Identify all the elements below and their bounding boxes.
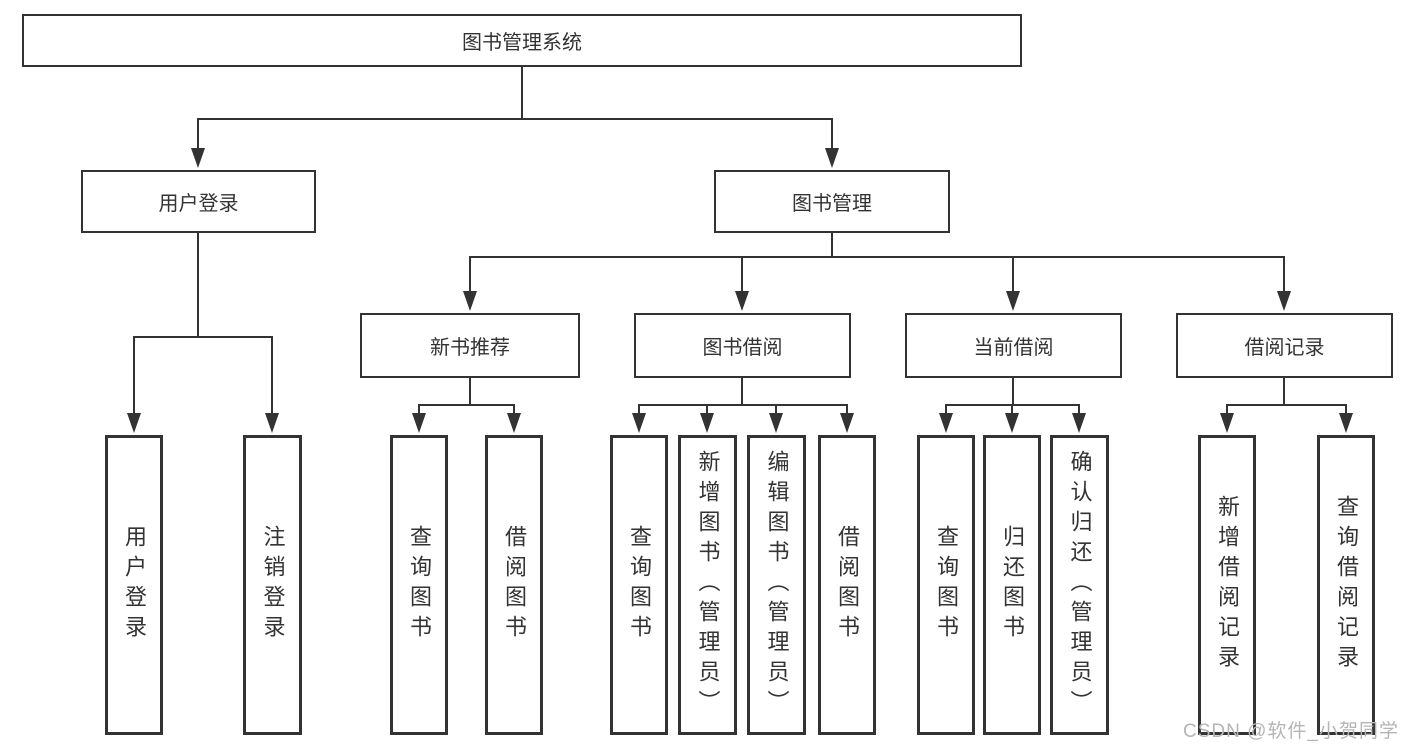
leaf-query-books-borrow: 查询图书 — [610, 435, 668, 735]
leaf-add-book-admin: 新增图书（管理员） — [678, 435, 737, 735]
node-user-login: 用户登录 — [81, 170, 316, 233]
node-label: 用户登录 — [158, 193, 239, 215]
leaf-add-borrow-record: 新增借阅记录 — [1198, 435, 1256, 735]
leaf-borrow-books: 借阅图书 — [818, 435, 876, 735]
node-label: 借阅图书 — [502, 525, 527, 645]
leaf-query-books-current: 查询图书 — [917, 435, 975, 735]
node-label: 查询图书 — [627, 525, 652, 645]
node-label: 查询借阅记录 — [1334, 495, 1359, 675]
node-label: 注销登录 — [260, 525, 286, 645]
node-label: 查询图书 — [407, 525, 432, 645]
node-label: 图书管理 — [792, 193, 872, 215]
node-label: 编辑图书（管理员） — [764, 450, 790, 720]
leaf-return-book: 归还图书 — [983, 435, 1041, 735]
node-book-management: 图书管理 — [714, 170, 950, 233]
node-label: 新书推荐 — [430, 337, 510, 359]
node-label: 新增图书（管理员） — [695, 450, 721, 720]
leaf-query-borrow-record: 查询借阅记录 — [1317, 435, 1375, 735]
node-label: 确认归还（管理员） — [1067, 450, 1093, 720]
leaf-query-books-recommend: 查询图书 — [390, 435, 448, 735]
leaf-user-login: 用户登录 — [105, 435, 163, 735]
node-label: 新增借阅记录 — [1215, 495, 1240, 675]
node-label: 查询图书 — [934, 525, 959, 645]
node-label: 归还图书 — [1000, 525, 1025, 645]
node-library-management-system: 图书管理系统 — [22, 14, 1022, 67]
leaf-logout: 注销登录 — [243, 435, 302, 735]
node-label: 图书借阅 — [702, 337, 783, 359]
node-label: 借阅图书 — [835, 525, 860, 645]
leaf-edit-book-admin: 编辑图书（管理员） — [747, 435, 806, 735]
leaf-confirm-return-admin: 确认归还（管理员） — [1050, 435, 1109, 735]
node-label: 当前借阅 — [973, 337, 1054, 359]
node-new-book-recommend: 新书推荐 — [360, 313, 580, 378]
node-label: 借阅记录 — [1244, 337, 1325, 359]
leaf-borrow-books-recommend: 借阅图书 — [485, 435, 543, 735]
node-book-borrowing: 图书借阅 — [634, 313, 851, 378]
node-label: 图书管理系统 — [462, 32, 582, 54]
node-label: 用户登录 — [122, 525, 147, 645]
node-current-borrowing: 当前借阅 — [905, 313, 1122, 378]
node-borrowing-records: 借阅记录 — [1176, 313, 1393, 378]
